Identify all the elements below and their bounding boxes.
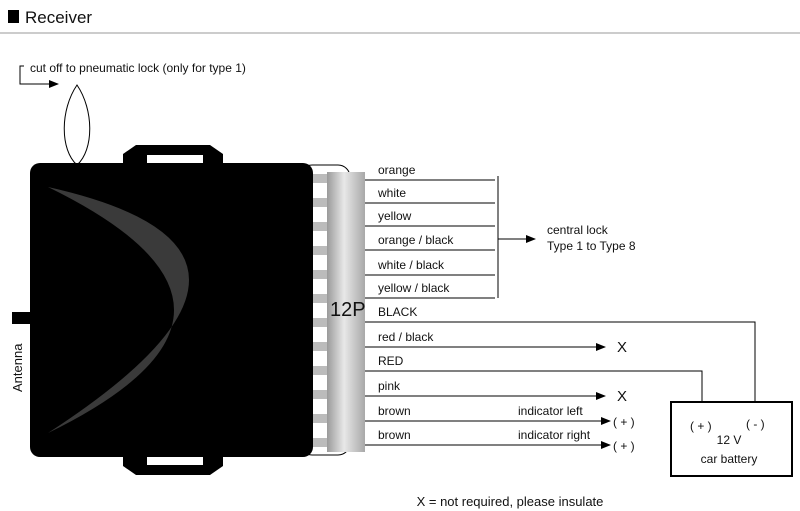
wire-label: white — [377, 186, 406, 200]
wire-6: BLACK — [365, 305, 495, 323]
red-wire-to-battery — [495, 370, 703, 402]
receiver-arc-decoration — [48, 187, 189, 433]
car-battery-box — [670, 401, 793, 477]
wire-8: RED — [365, 354, 495, 372]
footer-note: X = not required, please insulate — [417, 494, 604, 509]
wire-end-label: X — [617, 339, 627, 356]
connector-pin — [313, 222, 327, 231]
pneumatic-bracket — [19, 65, 24, 72]
wire-10: brown ( + ) indicator left — [365, 404, 635, 429]
battery-plus: ( + ) — [690, 419, 712, 433]
wire-end-label: X — [617, 388, 627, 405]
pneumatic-note: cut off to pneumatic lock (only for type… — [30, 61, 246, 75]
wire-label: orange / black — [378, 233, 454, 247]
wire-label: white / black — [377, 258, 445, 272]
wire-5: yellow / black — [365, 281, 495, 299]
wire-note: indicator right — [518, 428, 591, 442]
wire-0: orange — [365, 163, 495, 181]
connector-pin — [313, 366, 327, 375]
wire-4: white / black — [365, 258, 495, 276]
connector-pin — [313, 270, 327, 279]
central-lock-label: central lock — [547, 223, 609, 237]
connector-pin — [313, 198, 327, 207]
connector-pin — [313, 246, 327, 255]
connector-pin — [313, 318, 327, 327]
wire-label: orange — [378, 163, 416, 177]
wire-label: pink — [378, 379, 401, 393]
connector-pin — [313, 342, 327, 351]
receiver-body — [30, 163, 313, 457]
battery-minus: ( - ) — [746, 417, 765, 431]
wire-label: yellow / black — [378, 281, 450, 295]
bottom-tab-slot — [147, 457, 203, 465]
pneumatic-hose-icon — [63, 84, 91, 166]
antenna-label: Antenna — [10, 343, 25, 392]
battery-voltage: 12 V — [717, 433, 742, 447]
connector-pin — [313, 390, 327, 399]
wire-note: indicator left — [518, 404, 583, 418]
wire-list: orange white yellow orange / black white / b… — [365, 163, 635, 453]
top-tab-slot — [147, 155, 203, 163]
wire-label: BLACK — [378, 305, 417, 319]
wire-label: brown — [378, 428, 411, 442]
wire-label: yellow — [378, 209, 412, 223]
black-wire-to-battery — [495, 321, 756, 402]
connector-pin — [313, 294, 327, 303]
wire-label: brown — [378, 404, 411, 418]
pneumatic-arrow — [19, 72, 59, 88]
wire-11: brown ( + ) indicator right — [365, 428, 635, 453]
wire-2: yellow — [365, 209, 495, 227]
header-square-icon — [8, 10, 19, 23]
wire-label: red / black — [378, 330, 434, 344]
antenna-icon — [12, 312, 30, 324]
battery-label: car battery — [701, 452, 758, 466]
connector-pin — [313, 438, 327, 447]
wire-end-label: ( + ) — [613, 439, 635, 453]
wire-end-label: ( + ) — [613, 415, 635, 429]
wire-3: orange / black — [365, 233, 495, 251]
connector-pin — [313, 414, 327, 423]
connector-pins — [313, 174, 327, 447]
connector-label: 12P — [330, 299, 366, 321]
connector-pin — [313, 174, 327, 183]
connector-plug — [327, 172, 365, 452]
header-title: Receiver — [25, 8, 92, 27]
wire-label: RED — [378, 354, 404, 368]
central-lock-types: Type 1 to Type 8 — [547, 239, 636, 253]
wire-1: white — [365, 186, 495, 204]
